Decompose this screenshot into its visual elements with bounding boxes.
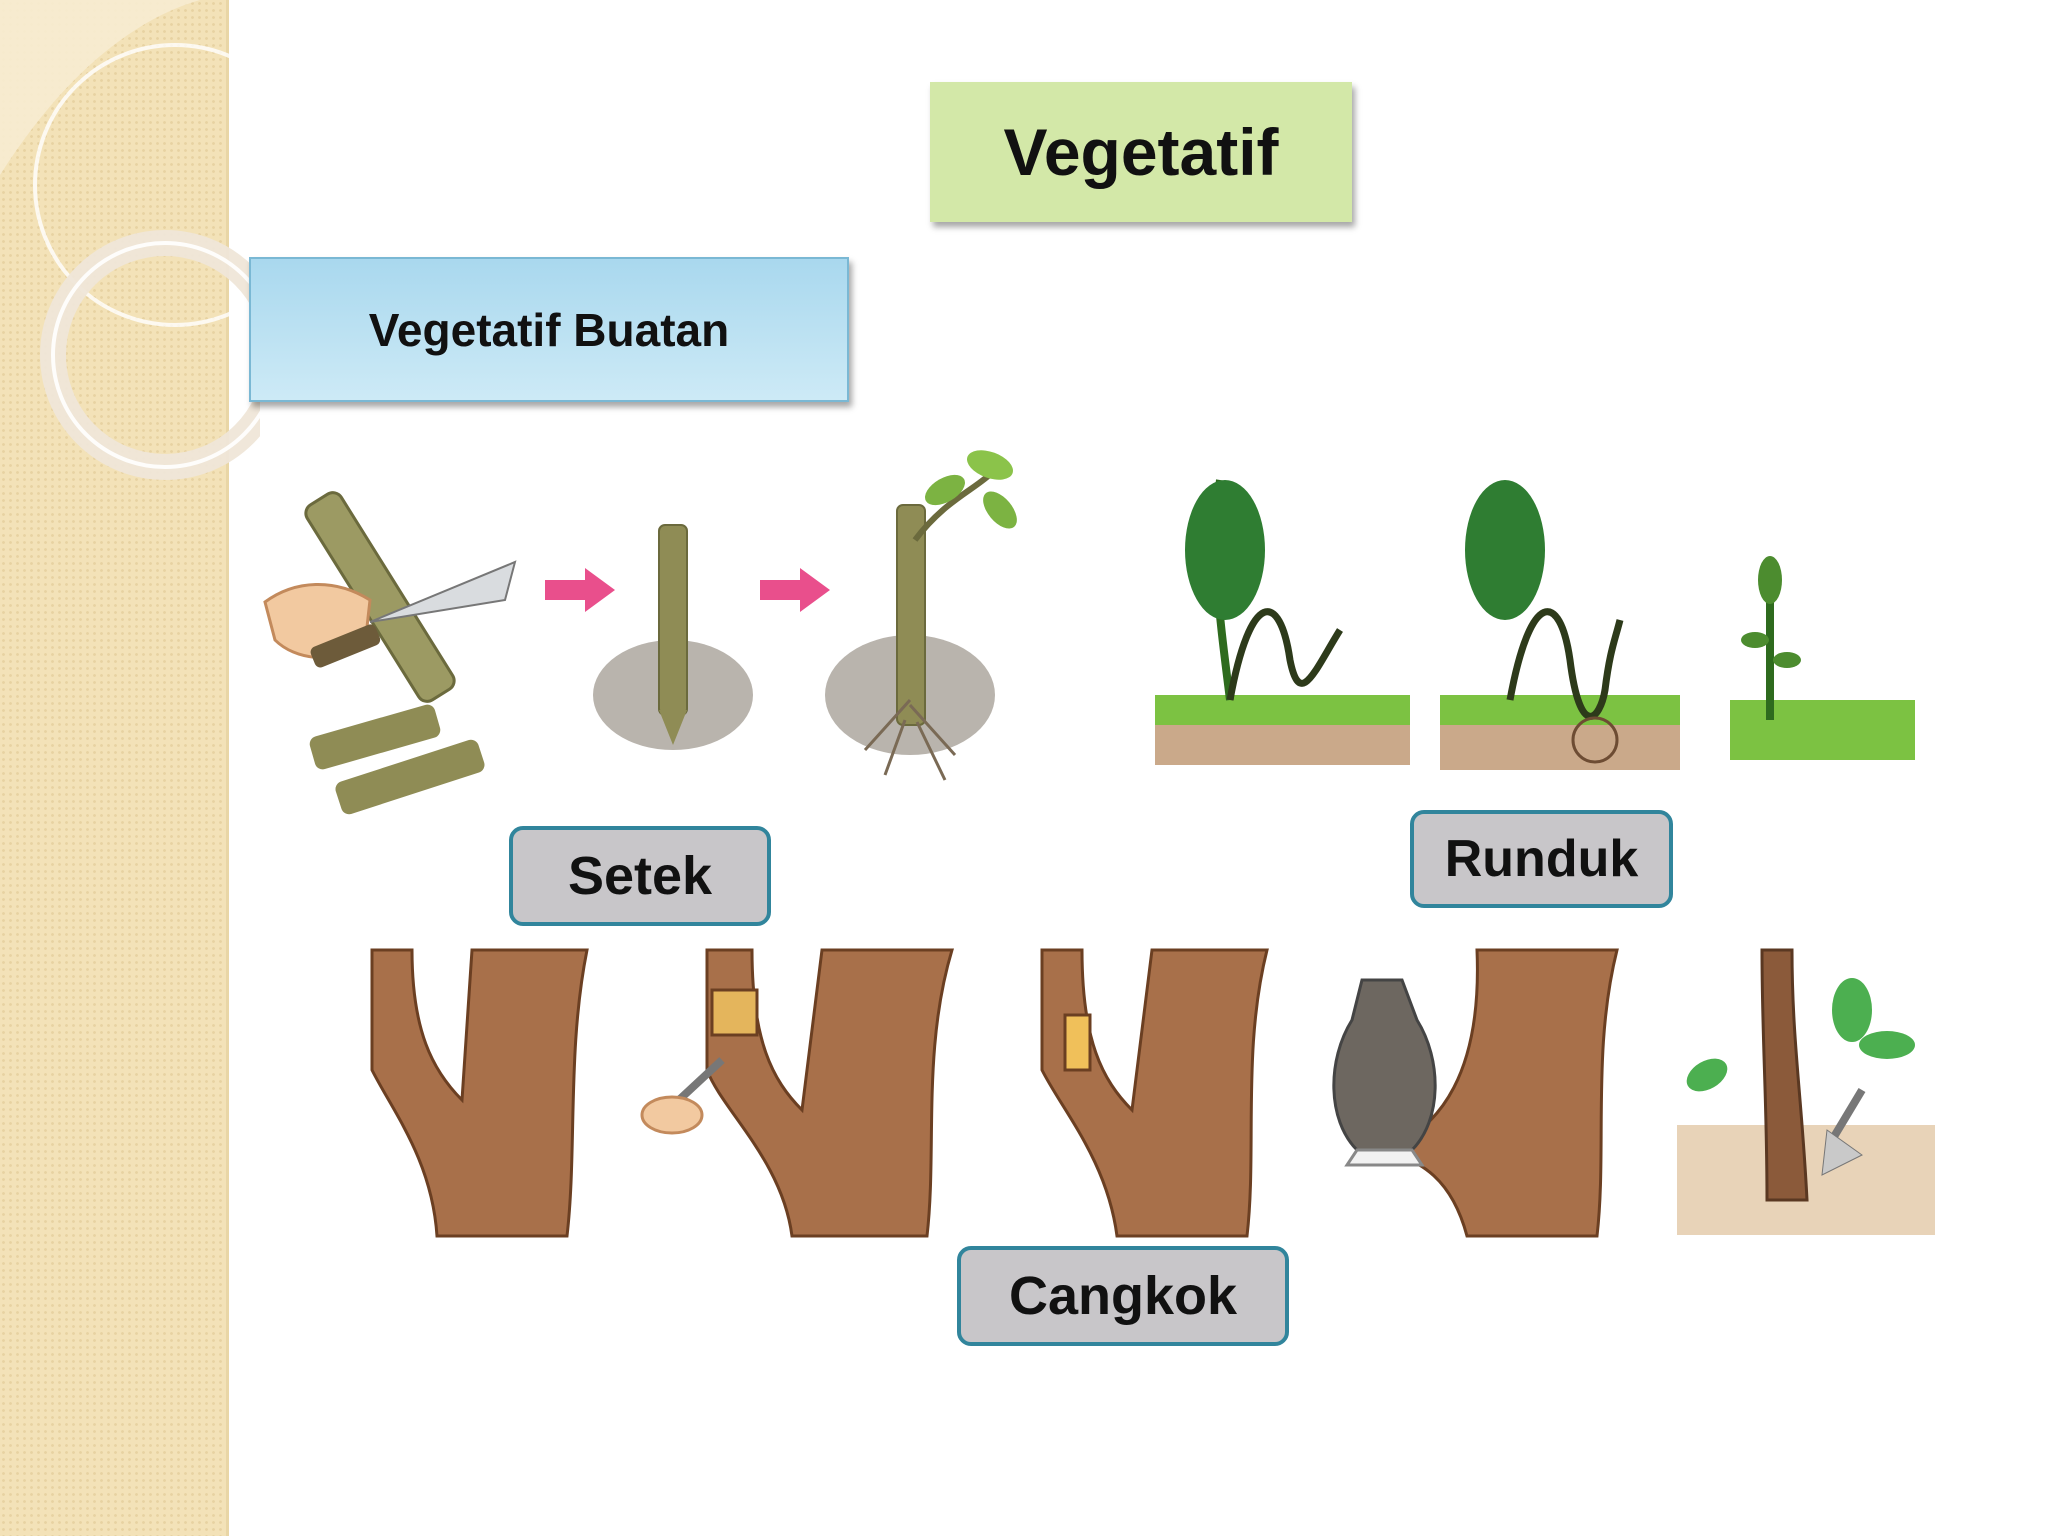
sidebar-edge: [226, 0, 229, 1536]
setek-illustration: [263, 450, 1017, 815]
slide-subtitle: Vegetatif Buatan: [249, 257, 849, 402]
slide-title: Vegetatif: [930, 82, 1352, 222]
cangkok-step1-image: [370, 948, 589, 1238]
runduk-label: Runduk: [1410, 810, 1673, 908]
cangkok-label: Cangkok: [957, 1246, 1289, 1346]
arrow-icon: [545, 568, 615, 612]
runduk-illustration: [1155, 479, 1915, 770]
cangkok-step3-image: [1040, 948, 1269, 1238]
cangkok-step5-image: [1677, 948, 1935, 1235]
cangkok-illustration: [370, 948, 1935, 1238]
cangkok-step2-image: [640, 948, 955, 1238]
stem-in-soil-image: [593, 524, 753, 750]
runduk-step1-image: [1155, 479, 1410, 765]
hand-knife-image: [263, 491, 517, 815]
rooted-stem-image: [825, 450, 1017, 781]
arrow-icon: [760, 568, 830, 612]
runduk-step2-image: [1440, 480, 1680, 770]
runduk-step3-image: [1730, 556, 1915, 760]
cangkok-step4-image: [1332, 948, 1619, 1238]
decorative-rings: [0, 0, 260, 480]
setek-label: Setek: [509, 826, 771, 926]
